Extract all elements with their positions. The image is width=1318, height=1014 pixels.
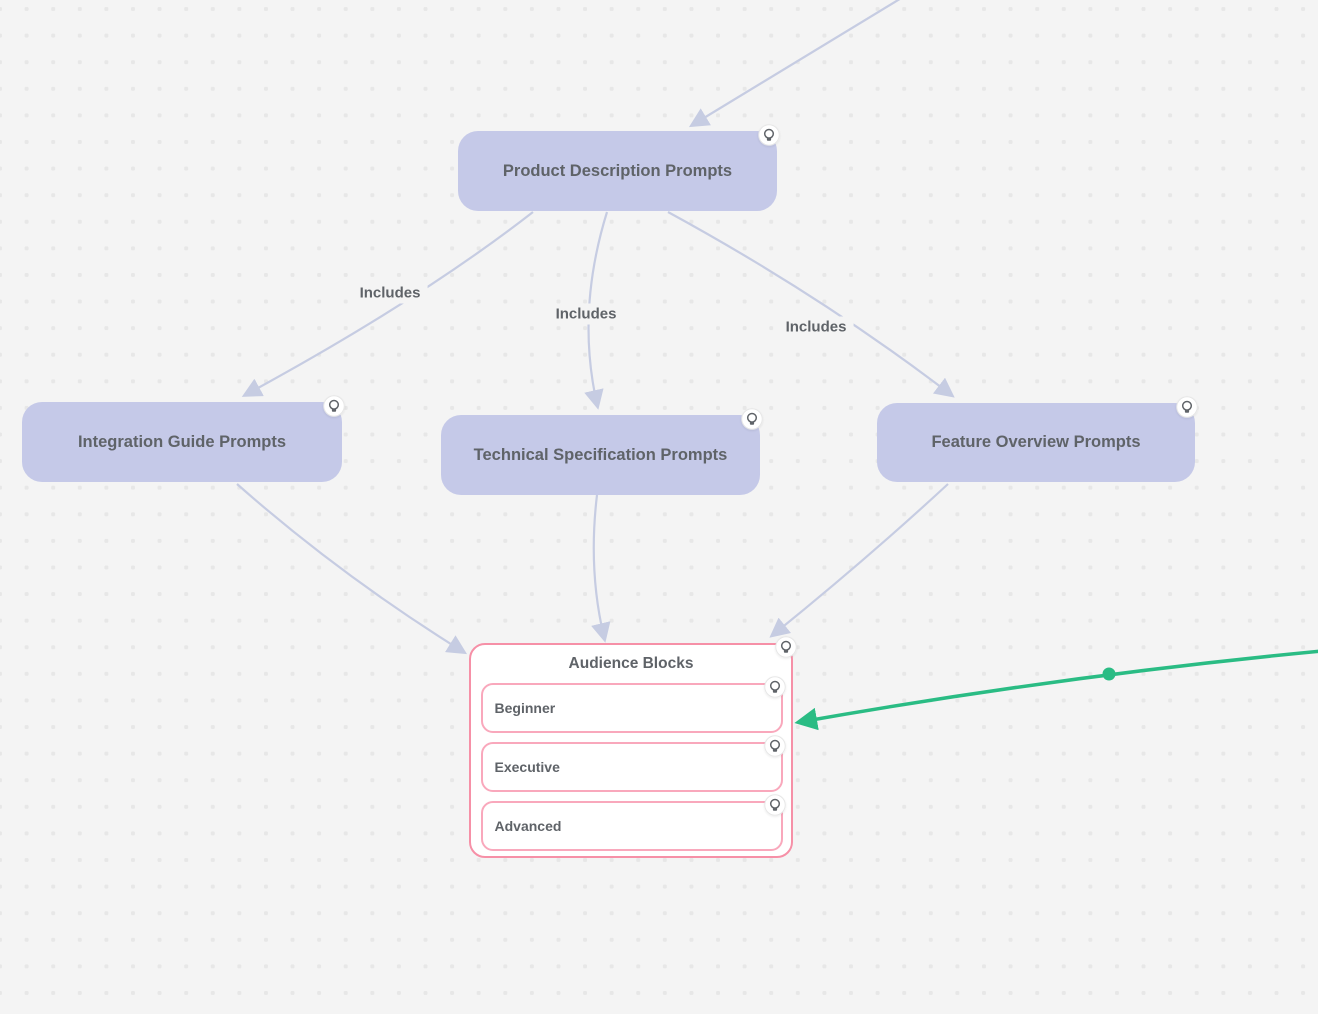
node-label: Integration Guide Prompts bbox=[77, 432, 287, 451]
node-feature-overview-prompts[interactable]: Feature Overview Prompts bbox=[877, 396, 1198, 482]
audience-item-executive[interactable]: Executive bbox=[480, 735, 786, 792]
audience-item-label: Executive bbox=[494, 759, 560, 775]
lightbulb-icon[interactable] bbox=[763, 735, 786, 757]
edge-green-connector[interactable] bbox=[794, 649, 1318, 731]
lightbulb-icon[interactable] bbox=[758, 124, 780, 146]
audience-item-label: Advanced bbox=[494, 817, 562, 834]
edge-integration-to-audience[interactable] bbox=[236, 483, 468, 655]
audience-item-label: Beginner bbox=[494, 699, 556, 716]
audience-item-advanced[interactable]: Advanced bbox=[480, 793, 786, 851]
edge-label-includes-middle[interactable]: Includes bbox=[548, 303, 624, 325]
node-product-description-prompts[interactable]: Product Description Prompts bbox=[458, 124, 780, 211]
lightbulb-icon[interactable] bbox=[763, 675, 786, 698]
edge-feature-to-audience[interactable] bbox=[769, 483, 949, 638]
node-label: Technical Specification Prompts bbox=[473, 445, 728, 464]
node-label: Feature Overview Prompts bbox=[931, 433, 1141, 451]
node-label: Product Description Prompts bbox=[502, 161, 733, 180]
edge-technical-to-audience[interactable] bbox=[591, 494, 611, 643]
audience-item-beginner[interactable]: Beginner bbox=[480, 675, 786, 733]
edge-incoming-top[interactable] bbox=[688, 0, 908, 128]
lightbulb-icon[interactable] bbox=[741, 408, 763, 430]
lightbulb-icon[interactable] bbox=[763, 793, 786, 816]
lightbulb-icon[interactable] bbox=[323, 395, 345, 417]
node-technical-specification-prompts[interactable]: Technical Specification Prompts bbox=[441, 408, 763, 495]
lightbulb-icon[interactable] bbox=[775, 636, 797, 658]
container-audience-blocks[interactable]: Audience Blocks Beginner Executive Advan… bbox=[469, 636, 797, 858]
node-integration-guide-prompts[interactable]: Integration Guide Prompts bbox=[22, 395, 345, 482]
container-title: Audience Blocks bbox=[568, 655, 694, 672]
edge-label-includes-right[interactable]: Includes bbox=[778, 316, 854, 338]
lightbulb-icon[interactable] bbox=[1176, 396, 1198, 418]
edge-label-includes-left[interactable]: Includes bbox=[352, 282, 428, 304]
edge-product-to-feature[interactable] bbox=[667, 211, 955, 398]
